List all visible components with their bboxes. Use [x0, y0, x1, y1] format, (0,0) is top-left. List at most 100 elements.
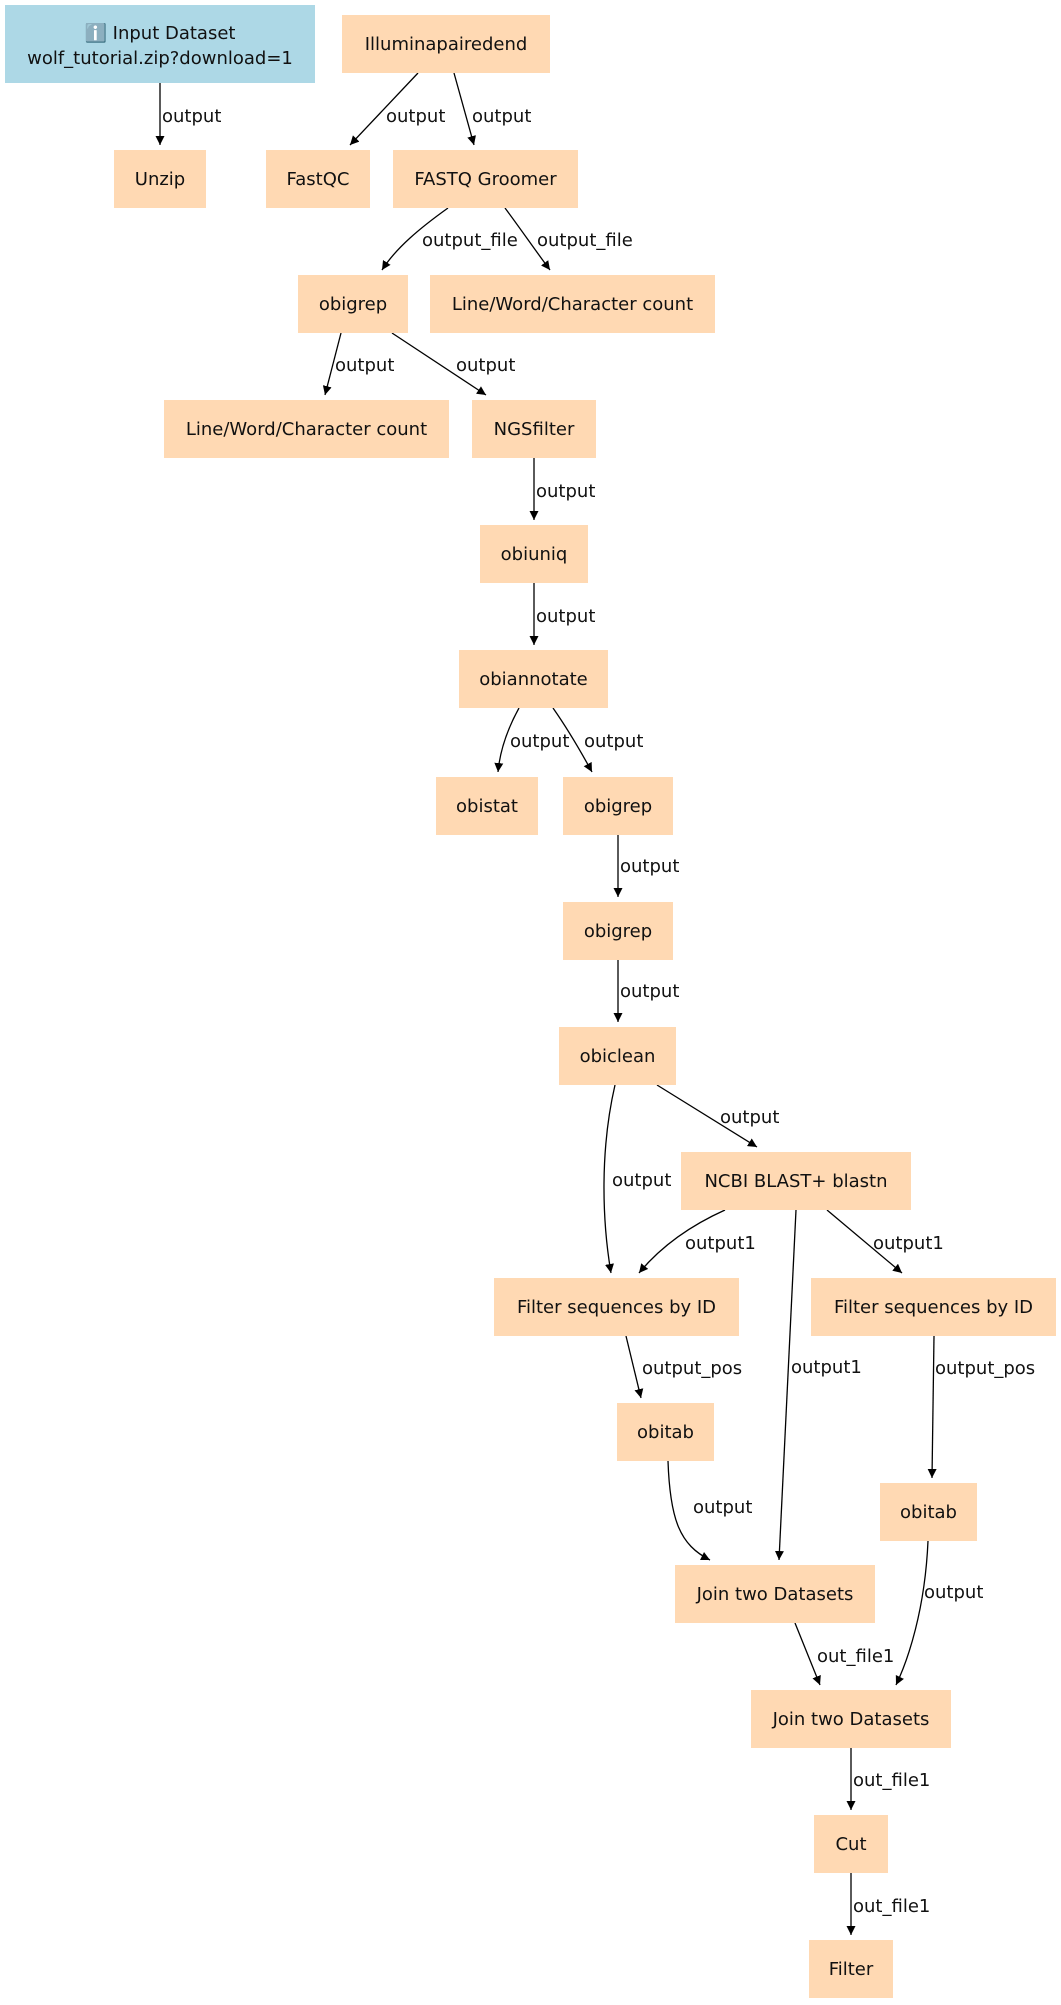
node-wc1[interactable]: Line/Word/Character count [430, 275, 715, 333]
node-ngsfilter[interactable]: NGSfilter [472, 400, 596, 458]
tool-node-box [617, 1403, 714, 1461]
edge-label: output [612, 1170, 671, 1191]
node-obigrep1[interactable]: obigrep [298, 275, 408, 333]
edge-blastn-to-join1: output1 [774, 1209, 862, 1561]
edge-label: output1 [873, 1233, 944, 1254]
tool-node-box [436, 777, 538, 835]
tool-node-box [393, 150, 578, 208]
node-join2[interactable]: Join two Datasets [751, 1690, 951, 1748]
edge-obigrep3-to-obiclean: output [613, 960, 679, 1022]
node-obiannotate[interactable]: obiannotate [459, 650, 608, 708]
edge-label: output [536, 606, 595, 627]
node-obiuniq[interactable]: obiuniq [480, 525, 588, 583]
edge-obigrep2-to-obigrep3: output [613, 835, 679, 897]
tool-node-box [114, 150, 206, 208]
edge-join1-to-join2: out_file1 [794, 1622, 894, 1686]
edge-label: output [693, 1497, 752, 1518]
edge-filter2-to-obitab2: output_pos [927, 1335, 1035, 1479]
node-join1[interactable]: Join two Datasets [675, 1565, 875, 1623]
edge-input-to-unzip: output [155, 83, 221, 145]
edge-ngsfilter-to-obiuniq: output [529, 458, 595, 520]
edge-line [826, 1209, 903, 1274]
edge-line [774, 1209, 797, 1561]
node-obigrep2[interactable]: obigrep [563, 777, 673, 835]
node-unzip[interactable]: Unzip [114, 150, 206, 208]
node-illumina[interactable]: Illuminapairedend [342, 15, 550, 73]
edge-obitab1-to-join1: output [667, 1460, 752, 1561]
edge-line [638, 1209, 726, 1274]
node-label: Filter [829, 1959, 874, 1980]
edge-obigrep1-to-wc2: output [322, 332, 394, 396]
edge-obiclean-to-filter1: output [603, 1084, 671, 1274]
edge-label: output [335, 355, 394, 376]
node-label: FASTQ Groomer [414, 169, 557, 190]
node-cut[interactable]: Cut [814, 1815, 888, 1873]
edge-label: output [456, 355, 515, 376]
tool-node-box [681, 1152, 911, 1210]
edge-label: output [620, 856, 679, 877]
node-label: obitab [637, 1422, 694, 1443]
tool-node-box [494, 1278, 739, 1336]
node-fastqc[interactable]: FastQC [266, 150, 370, 208]
tool-node-box [814, 1815, 888, 1873]
edge-label: output [584, 731, 643, 752]
edge-label: out_file1 [853, 1896, 930, 1917]
edge-groomer-to-wc1: output_file [504, 207, 633, 271]
tool-node-box [563, 777, 673, 835]
node-filter1[interactable]: Filter sequences by ID [494, 1278, 739, 1336]
node-obistat[interactable]: obistat [436, 777, 538, 835]
edge-obigrep1-to-ngsfilter: output [391, 332, 515, 396]
node-label: NGSfilter [494, 419, 575, 440]
node-obitab2[interactable]: obitab [880, 1483, 977, 1541]
node-blastn[interactable]: NCBI BLAST+ blastn [681, 1152, 911, 1210]
input-node-box [5, 5, 315, 83]
node-label: obigrep [584, 921, 652, 942]
node-filter-final[interactable]: Filter [809, 1940, 893, 1998]
edge-line [656, 1084, 758, 1148]
edge-line [667, 1460, 711, 1561]
tool-node-box [563, 902, 673, 960]
edge-line [927, 1335, 937, 1479]
edge-label: output_pos [935, 1358, 1035, 1379]
edge-obiuniq-to-obiannotate: output [529, 583, 595, 645]
node-label: Join two Datasets [772, 1709, 930, 1730]
tool-node-box [430, 275, 715, 333]
edge-line [391, 332, 487, 396]
node-wc2[interactable]: Line/Word/Character count [164, 400, 449, 458]
tool-node-box [811, 1278, 1056, 1336]
edge-blastn-to-filter1: output1 [638, 1209, 756, 1274]
node-label: Line/Word/Character count [186, 419, 427, 440]
node-label: obiannotate [479, 669, 588, 690]
tool-node-box [266, 150, 370, 208]
edge-label: output_pos [642, 1358, 742, 1379]
node-input[interactable]: ℹ️ Input Datasetwolf_tutorial.zip?downlo… [5, 5, 315, 83]
node-obiclean[interactable]: obiclean [559, 1027, 676, 1085]
node-label: Line/Word/Character count [452, 294, 693, 315]
edge-join2-to-cut: out_file1 [846, 1748, 930, 1810]
edge-cut-to-filter_final: out_file1 [846, 1873, 930, 1935]
edge-obiclean-to-blastn: output [656, 1084, 779, 1148]
node-label: obiuniq [501, 544, 568, 565]
edge-label: output [162, 106, 221, 127]
node-groomer[interactable]: FASTQ Groomer [393, 150, 578, 208]
node-label: obigrep [319, 294, 387, 315]
node-obigrep3[interactable]: obigrep [563, 902, 673, 960]
node-filter2[interactable]: Filter sequences by ID [811, 1278, 1056, 1336]
edge-line [322, 332, 342, 396]
edge-line [504, 207, 551, 271]
node-label: Join two Datasets [696, 1584, 854, 1605]
tool-node-box [559, 1027, 676, 1085]
edge-label: output [924, 1582, 983, 1603]
node-obitab1[interactable]: obitab [617, 1403, 714, 1461]
tool-node-box [809, 1940, 893, 1998]
input-node-title: ℹ️ Input Dataset [85, 22, 236, 44]
node-label: Filter sequences by ID [517, 1297, 716, 1318]
edge-line [603, 1084, 616, 1274]
node-label: Cut [835, 1834, 866, 1855]
tool-node-box [342, 15, 550, 73]
edge-obiannotate-to-obigrep2: output [552, 707, 643, 773]
edge-label: output1 [791, 1357, 862, 1378]
edge-label: output_file [537, 230, 633, 251]
edge-illumina-to-groomer: output [453, 72, 531, 146]
